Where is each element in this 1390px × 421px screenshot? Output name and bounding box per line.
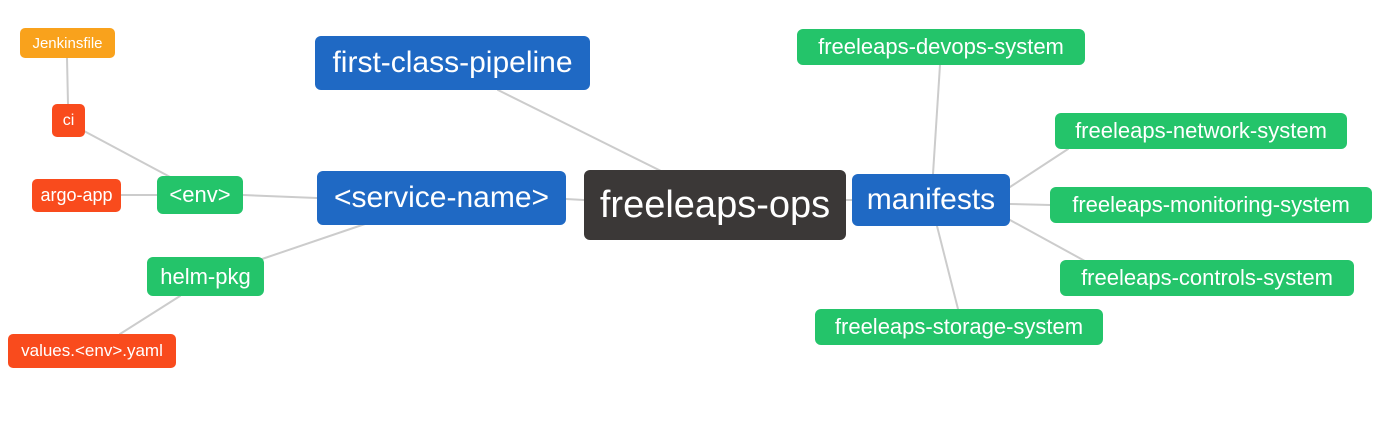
edge-service-name-ops xyxy=(565,198,585,201)
edge-jenkinsfile-ci xyxy=(66,57,69,105)
node-freeleaps-storage-system[interactable]: freeleaps-storage-system xyxy=(815,309,1103,345)
node-freeleaps-devops-system[interactable]: freeleaps-devops-system xyxy=(797,29,1085,65)
edge-manifests-storage-system xyxy=(936,225,959,310)
node-jenkinsfile[interactable]: Jenkinsfile xyxy=(20,28,115,58)
edge-manifests-monitoring-system xyxy=(1009,203,1051,206)
node-env[interactable]: <env> xyxy=(157,176,243,214)
node-helm-pkg[interactable]: helm-pkg xyxy=(147,257,264,296)
node-values-env-yaml[interactable]: values.<env>.yaml xyxy=(8,334,176,368)
edge-manifests-network-system xyxy=(1009,148,1069,188)
edge-env-service-name xyxy=(242,194,318,199)
edge-helm-pkg-service-name xyxy=(261,223,366,260)
node-freeleaps-ops[interactable]: freeleaps-ops xyxy=(584,170,846,240)
node-first-class-pipeline[interactable]: first-class-pipeline xyxy=(315,36,590,90)
node-argo-app[interactable]: argo-app xyxy=(32,179,121,212)
edge-ci-env xyxy=(83,130,173,179)
node-freeleaps-monitoring-system[interactable]: freeleaps-monitoring-system xyxy=(1050,187,1372,223)
node-service-name[interactable]: <service-name> xyxy=(317,171,566,225)
node-freeleaps-network-system[interactable]: freeleaps-network-system xyxy=(1055,113,1347,149)
edge-manifests-controls-system xyxy=(1009,219,1095,267)
edge-first-class-pipeline-ops xyxy=(497,89,666,174)
node-manifests[interactable]: manifests xyxy=(852,174,1010,226)
node-freeleaps-controls-system[interactable]: freeleaps-controls-system xyxy=(1060,260,1354,296)
edge-manifests-devops-system xyxy=(932,64,941,175)
node-ci[interactable]: ci xyxy=(52,104,85,137)
edge-values-env-yaml-helm-pkg xyxy=(119,295,181,335)
